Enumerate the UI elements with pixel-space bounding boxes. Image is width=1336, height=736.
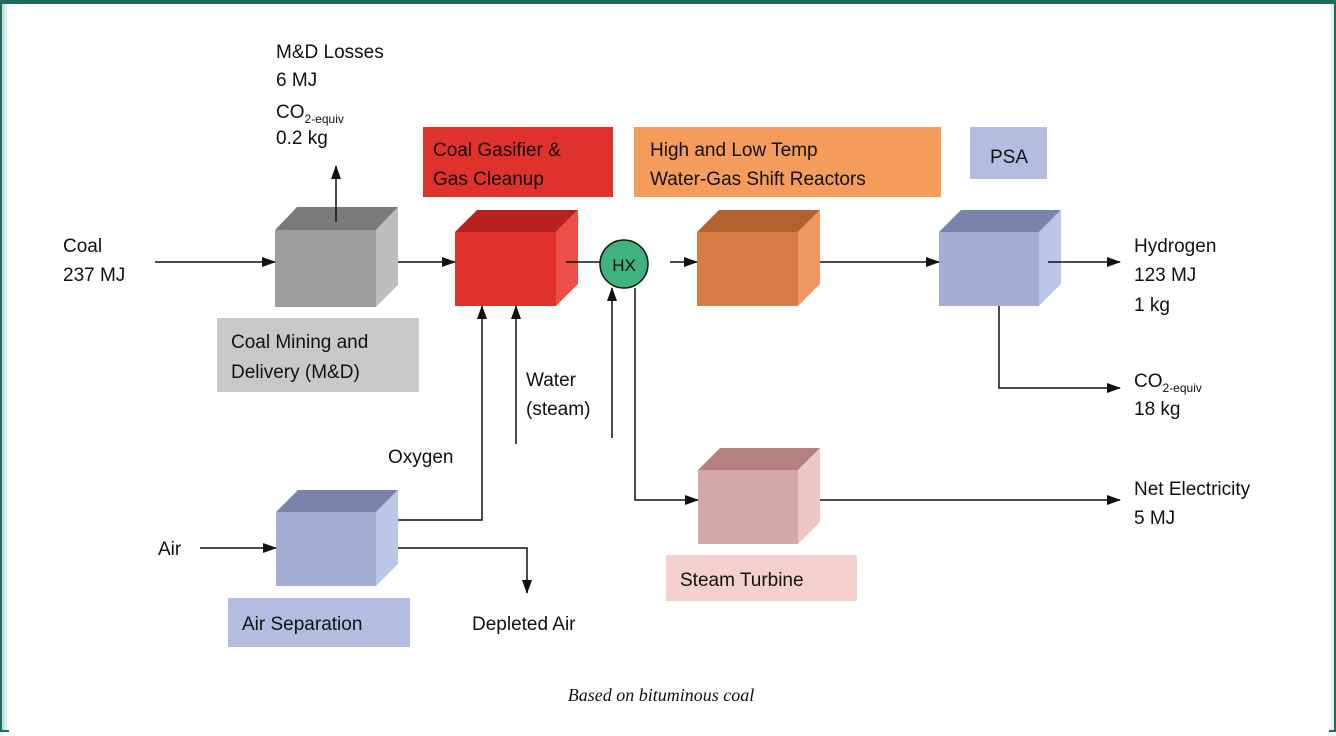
coal-gasifier-label-line2: Gas Cleanup	[433, 169, 544, 190]
air-label: Air	[158, 539, 182, 560]
hydrogen-name: Hydrogen	[1134, 236, 1216, 257]
oxygen-arrow	[398, 305, 487, 521]
shift-reactors-label-box	[634, 127, 941, 197]
shift-reactor-cube	[697, 210, 820, 306]
hydrogen-energy: 123 MJ	[1134, 265, 1196, 286]
air-separation-label: Air Separation	[242, 614, 362, 635]
psa-cube	[939, 210, 1061, 306]
oxygen-label: Oxygen	[388, 447, 453, 468]
steam-turbine-label-box	[666, 555, 857, 601]
depleted-air-label: Depleted Air	[472, 614, 576, 635]
steam-turbine-label: Steam Turbine	[680, 570, 804, 591]
air-separation-cube	[276, 490, 398, 586]
mining-delivery-label-line1: Coal Mining and	[231, 332, 368, 353]
md-losses-energy: 6 MJ	[276, 70, 317, 91]
gasifier-cube	[455, 210, 578, 306]
md-losses-co2: CO2-equiv	[276, 102, 344, 126]
md-losses-title: M&D Losses	[276, 42, 384, 63]
coal-name: Coal	[63, 236, 102, 257]
mining-delivery-label-line2: Delivery (M&D)	[231, 362, 360, 383]
mining-delivery-label-box	[217, 318, 419, 392]
coal-mining-cube	[275, 207, 398, 307]
net-electricity-energy: 5 MJ	[1134, 508, 1175, 529]
hx-label: HX	[612, 256, 636, 275]
shift-reactors-label-line2: Water-Gas Shift Reactors	[650, 169, 866, 190]
air-separation-label-box	[228, 598, 410, 647]
coal-gasifier-label-box	[423, 127, 613, 197]
water-label-line1: Water	[526, 370, 577, 391]
hx-circle	[599, 239, 649, 289]
md-losses-co2-mass: 0.2 kg	[276, 128, 328, 149]
psa-label-box	[970, 127, 1047, 179]
shift-reactors-label-line1: High and Low Temp	[650, 140, 818, 161]
psa-label: PSA	[990, 147, 1028, 168]
caption: Based on bituminous coal	[568, 685, 755, 705]
hydrogen-mass: 1 kg	[1134, 295, 1170, 316]
co2-mass: 18 kg	[1134, 399, 1180, 420]
depleted-air-arrow	[398, 547, 532, 594]
coal-energy: 237 MJ	[63, 265, 125, 286]
hx-to-turbine-arrow	[634, 288, 699, 505]
co2-label: CO2-equiv	[1134, 371, 1202, 395]
steam-turbine-cube	[698, 448, 820, 544]
coal-gasifier-label-line1: Coal Gasifier &	[433, 140, 561, 161]
co2-out-arrow	[998, 306, 1121, 393]
water-label-line2: (steam)	[526, 399, 590, 420]
net-electricity-name: Net Electricity	[1134, 479, 1251, 500]
